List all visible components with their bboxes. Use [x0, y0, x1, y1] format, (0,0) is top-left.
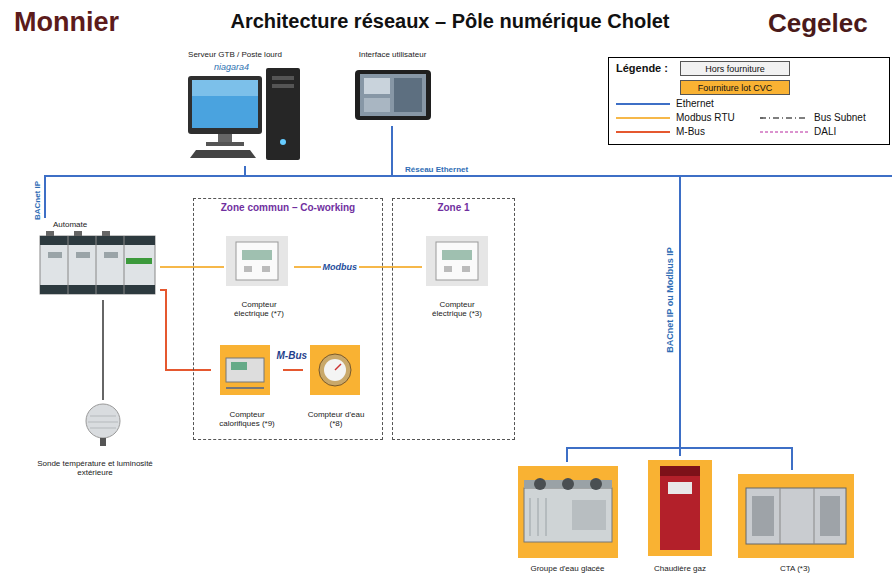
connector — [160, 290, 211, 370]
boiler-picture — [648, 460, 712, 556]
tablet-picture — [355, 70, 431, 120]
node-label: CTA (*3) — [737, 564, 853, 574]
meter-node: Compteur électrique (*7) — [224, 235, 294, 321]
water-meter-picture — [310, 345, 360, 395]
legend-text: Fourniture lot CVC — [698, 83, 773, 93]
network-label: Réseau Ethernet — [405, 165, 468, 174]
legend-text: M-Bus — [676, 126, 705, 137]
meter-node: Compteur calorifiques (*9) — [211, 343, 283, 431]
node-label: Sonde température et luminosité extérieu… — [32, 459, 158, 478]
ahu-picture — [738, 474, 854, 558]
node-label: Automate — [53, 220, 158, 230]
zone-box: Zone commun – Co-workingCompteur électri… — [193, 198, 383, 440]
legend-text: DALI — [814, 126, 836, 137]
software-logo: niagara4 — [214, 62, 249, 72]
legend-title: Légende : — [616, 62, 668, 74]
legend-text: Ethernet — [676, 98, 714, 109]
node-label: Chaudière gaz — [642, 564, 718, 574]
zone-title: Zone 1 — [395, 202, 512, 214]
legend-text: Modbus RTU — [676, 112, 735, 123]
logo-text: Monnier — [14, 7, 119, 38]
node-label: Interface utilisateur — [347, 50, 438, 60]
diagram-title: Architecture réseaux – Pôle numérique Ch… — [170, 10, 730, 33]
equipment-node: CTA (*3) — [735, 470, 855, 576]
edge-label: BACnet IP ou Modbus IP — [664, 245, 674, 354]
edge-label: M-Bus — [275, 350, 310, 361]
interface-node: Interface utilisateur — [345, 48, 440, 126]
plc-picture — [40, 231, 155, 294]
legend-sample-line — [760, 131, 808, 133]
server-node: Serveur GTB / Poste lourd — [160, 48, 310, 166]
connector — [45, 166, 245, 218]
node-label: Compteur électrique (*7) — [226, 300, 292, 319]
node-label: Compteur électrique (*3) — [424, 300, 490, 319]
legend-swatch: Hors fourniture — [680, 61, 790, 76]
electric-meter-picture — [426, 236, 488, 286]
node-label: Serveur GTB / Poste lourd — [162, 50, 308, 60]
zone-box: Zone 1 Compteur électrique (*3) — [392, 198, 515, 440]
meter-node: Compteur électrique (*3) — [422, 235, 492, 321]
connector — [245, 126, 392, 176]
sensor-picture — [86, 404, 120, 446]
connector — [283, 369, 303, 371]
legend-sample-line — [760, 117, 808, 118]
legend-sample-line — [616, 103, 670, 105]
electric-meter-picture — [226, 236, 288, 286]
legend-text: Hors fourniture — [705, 64, 765, 74]
equipment-node: Groupe d'eau glacée — [510, 462, 625, 576]
server-picture — [188, 68, 300, 160]
node-label: Compteur calorifiques (*9) — [213, 410, 281, 429]
bus-line — [680, 175, 892, 177]
edge-label: BACnet IP — [33, 178, 42, 221]
logo-text: Cegelec — [768, 8, 868, 39]
legend-sample-line — [616, 117, 670, 119]
legend-text: Bus Subnet — [814, 112, 866, 123]
chiller-picture — [518, 466, 618, 558]
connector — [160, 266, 224, 268]
legend-swatch: Fourniture lot CVC — [680, 80, 790, 95]
legend-sample-line — [616, 131, 670, 133]
edge-label: Modbus — [321, 262, 360, 272]
meter-node: Compteur d'eau (*8) — [303, 343, 369, 431]
node-label: Compteur d'eau (*8) — [305, 410, 367, 429]
plc-node: Automate — [35, 218, 160, 300]
connector — [102, 300, 104, 400]
node-label: Groupe d'eau glacée — [512, 564, 623, 574]
heat-meter-picture — [220, 345, 270, 395]
sensor-node: Sonde température et luminosité extérieu… — [30, 400, 160, 480]
zone-title: Zone commun – Co-working — [196, 202, 380, 214]
equipment-node: Chaudière gaz — [640, 456, 720, 576]
